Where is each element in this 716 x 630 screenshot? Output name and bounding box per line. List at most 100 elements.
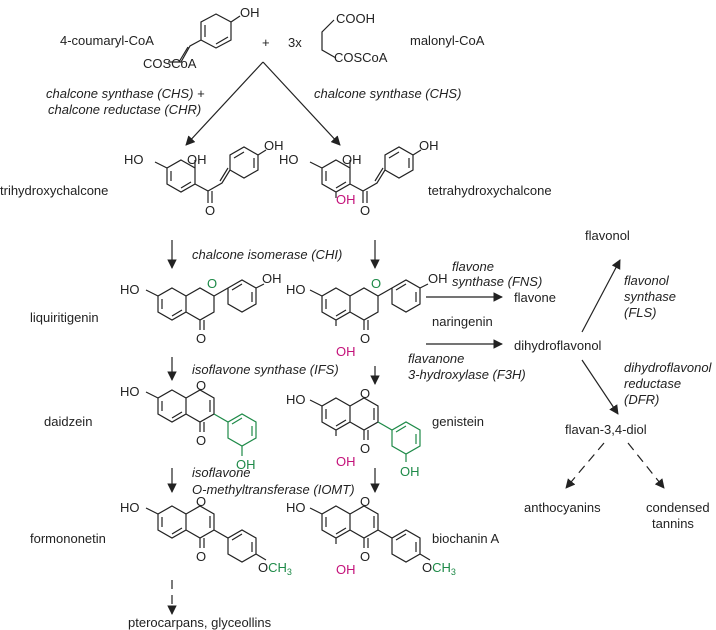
atom-oh: OH [264, 138, 284, 153]
arrow-to-condensed-tannins [627, 442, 665, 489]
enzyme-dfr-line1: dihydroflavonol [624, 360, 713, 375]
atom-o-green: O [371, 276, 381, 291]
enzyme-chs-chr-line1: chalcone synthase (CHS) + [46, 86, 205, 101]
atom-o: O [360, 386, 370, 401]
enzyme-chi: chalcone isomerase (CHI) [192, 247, 342, 262]
enzyme-f3h-line1: flavanone [408, 351, 464, 366]
atom-ho: HO [124, 152, 144, 167]
atom-ho: HO [286, 500, 306, 515]
atom-o: O [196, 378, 206, 393]
atom-o-part: O [258, 560, 268, 575]
enzyme-dfr-line3: (DFR) [624, 392, 659, 407]
atom-o: O [196, 433, 206, 448]
methyl-part: CH [432, 560, 451, 575]
malonyl-cooh: COOH [336, 11, 375, 26]
label-flavone: flavone [514, 290, 556, 305]
atom-o: O [196, 549, 206, 564]
atom-ho: HO [286, 282, 306, 297]
label-dihydroflavonol: dihydroflavonol [514, 338, 602, 353]
atom-oh: OH [187, 152, 207, 167]
enzyme-dfr-line2: reductase [624, 376, 681, 391]
enzyme-fls-line3: (FLS) [624, 305, 657, 320]
atom-oh-magenta: OH [336, 454, 356, 469]
label-formononetin: formononetin [30, 531, 106, 546]
coumaryl-structure [168, 13, 241, 63]
atom-ho: HO [279, 152, 299, 167]
arrow-to-tetrahydroxychalcone [262, 61, 341, 146]
structure-formononetin: HO O O OCH3 [120, 494, 292, 577]
atom-o: O [360, 331, 370, 346]
atom-och3: OCH3 [422, 560, 456, 577]
label-anthocyanins: anthocyanins [524, 500, 601, 515]
tetrahydroxychalcone-bonds [309, 146, 422, 203]
arrow-to-anthocyanins [565, 442, 605, 489]
label-genistein: genistein [432, 414, 484, 429]
coumaryl-oh: OH [240, 5, 260, 20]
formononetin-bonds [145, 505, 267, 563]
atom-oh-magenta: OH [336, 344, 356, 359]
naringenin-bonds [309, 279, 429, 330]
daidzein-bonds [145, 389, 215, 432]
atom-o-part: O [422, 560, 432, 575]
structure-tetrahydroxychalcone: HO OH OH O OH [279, 138, 439, 218]
coumaryl-coscoa: COSCoA [143, 56, 197, 71]
genistein-green-ring [377, 421, 421, 462]
plus-sign: + [262, 35, 270, 50]
structure-naringenin: HO OH O O OH [286, 271, 448, 359]
enzyme-fls-line2: synthase [624, 289, 676, 304]
methyl-part: CH [268, 560, 287, 575]
label-condensed-line1: condensed [646, 500, 710, 515]
enzyme-chs: chalcone synthase (CHS) [314, 86, 461, 101]
enzyme-f3h-line2: 3-hydroxylase (F3H) [408, 367, 526, 382]
enzyme-iomt-line2: O-methyltransferase (IOMT) [192, 482, 355, 497]
enzyme-ifs: isoflavone synthase (IFS) [192, 362, 339, 377]
atom-o: O [360, 494, 370, 509]
atom-ho: HO [120, 500, 140, 515]
structure-liquiritigenin: HO OH O O [120, 271, 282, 346]
label-tetrahydroxychalcone: tetrahydroxychalcone [428, 183, 552, 198]
structure-biochanin-a: HO O O OH OCH3 [286, 494, 456, 577]
atom-oh-green: OH [236, 457, 256, 472]
atom-o: O [196, 494, 206, 509]
atom-oh-magenta: OH [336, 562, 356, 577]
atom-oh: OH [428, 271, 448, 286]
atom-o: O [205, 203, 215, 218]
atom-o: O [196, 331, 206, 346]
atom-ho: HO [120, 384, 140, 399]
label-trihydroxychalcone: trihydroxychalcone [0, 183, 108, 198]
arrow-to-trihydroxychalcone [185, 61, 264, 146]
atom-o-green: O [207, 276, 217, 291]
atom-oh: OH [419, 138, 439, 153]
label-naringenin: naringenin [432, 314, 493, 329]
structure-trihydroxychalcone: HO OH OH O [124, 138, 284, 218]
structure-genistein: HO O O OH OH [286, 386, 421, 479]
enzyme-fns-line1: flavone [452, 259, 494, 274]
label-pterocarpans: pterocarpans, glyceollins [128, 615, 272, 630]
enzyme-iomt-line1: isoflavone [192, 465, 251, 480]
atom-oh: OH [342, 152, 362, 167]
atom-oh-magenta: OH [336, 192, 356, 207]
enzyme-fls-line1: flavonol [624, 273, 670, 288]
daidzein-green-ring [213, 413, 257, 456]
malonyl-coscoa: COSCoA [334, 50, 388, 65]
enzyme-chs-chr-line2: chalcone reductase (CHR) [48, 102, 201, 117]
malonyl-label: malonyl-CoA [410, 33, 485, 48]
label-liquiritigenin: liquiritigenin [30, 310, 99, 325]
genistein-bonds [309, 397, 379, 440]
atom-o: O [360, 549, 370, 564]
arrow-to-flavandiol [581, 359, 619, 415]
reactant-malonyl-coa: COOH COSCoA malonyl-CoA [321, 11, 485, 65]
atom-o: O [360, 441, 370, 456]
atom-oh-green: OH [400, 464, 420, 479]
atom-och3: OCH3 [258, 560, 292, 577]
methyl-subscript: 3 [451, 567, 456, 577]
reactant-4-coumaryl-coa: OH COSCoA 4-coumaryl-CoA [60, 5, 260, 71]
label-daidzein: daidzein [44, 414, 92, 429]
atom-ho: HO [286, 392, 306, 407]
atom-oh: OH [262, 271, 282, 286]
methyl-subscript: 3 [287, 567, 292, 577]
label-condensed-line2: tannins [652, 516, 694, 531]
malonyl-structure [321, 19, 337, 59]
atom-o: O [360, 203, 370, 218]
